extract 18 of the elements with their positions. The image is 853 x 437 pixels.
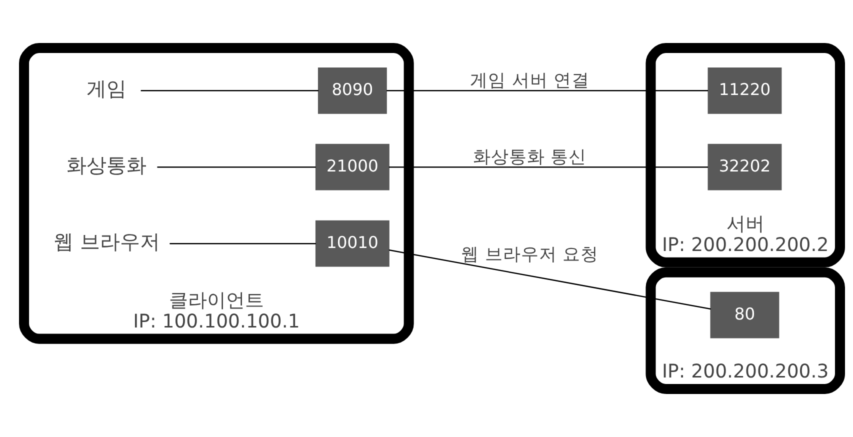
node-box: 32202 <box>707 144 782 190</box>
edge-label: 화상통화 통신 <box>472 147 586 168</box>
node-box: 8090 <box>317 67 386 114</box>
node-box: 11220 <box>707 67 782 114</box>
connector <box>140 90 318 92</box>
connector <box>169 242 316 244</box>
node-text: 게임 <box>86 76 126 100</box>
edge-label: 웹 브라우저 요청 <box>460 245 598 266</box>
node-box: 21000 <box>314 144 389 190</box>
connector <box>388 249 710 310</box>
connector <box>388 166 708 168</box>
node-text: 웹 브라우저 <box>53 229 160 254</box>
edge-label: 게임 서버 연결 <box>470 70 589 91</box>
node-text: 화상통화 <box>66 152 146 177</box>
connector <box>156 166 316 168</box>
node-box: 10010 <box>314 220 389 267</box>
connector <box>386 90 708 92</box>
node-box: 80 <box>710 292 779 338</box>
